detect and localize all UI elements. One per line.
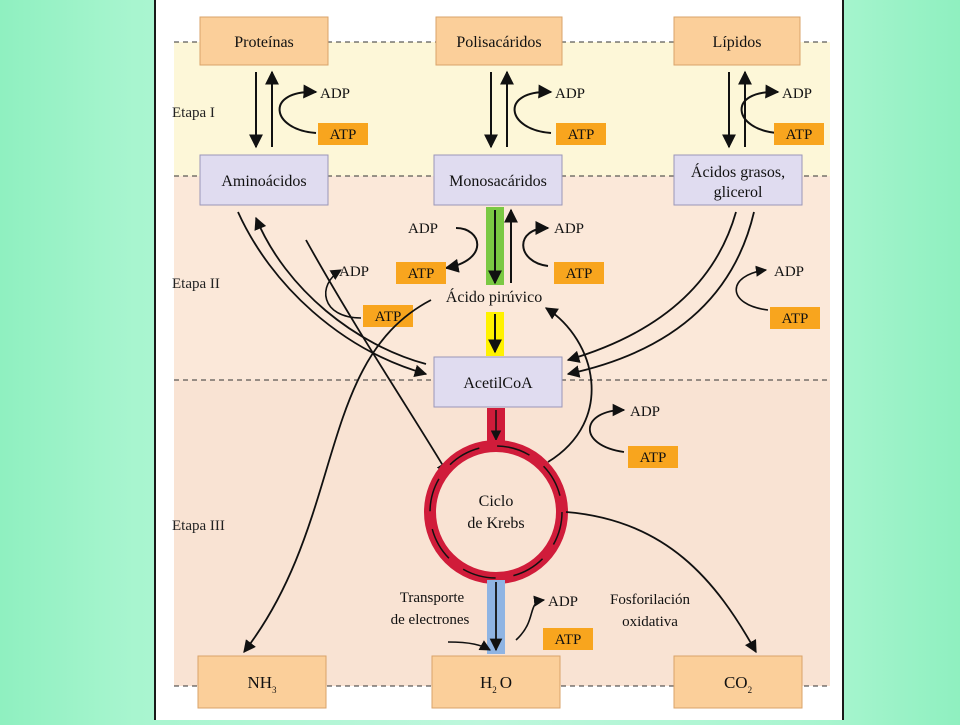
lipids-box: Lípidos xyxy=(673,16,801,66)
polysaccharides-label: Polisacáridos xyxy=(456,34,541,51)
amino-to-nh3-path xyxy=(243,299,432,653)
atp-label-s2-right: ATP xyxy=(566,266,593,282)
stage1-atp-curve-3 xyxy=(740,84,780,134)
krebs-label-line2: de Krebs xyxy=(467,515,524,532)
atp-box-s2-right xyxy=(554,262,604,284)
pyruvic-acid-label: Ácido pirúvico xyxy=(446,287,542,306)
h2o-h: H xyxy=(480,673,492,692)
proteins-box: Proteínas xyxy=(199,16,329,66)
svg-text:CO2: CO2 xyxy=(724,673,752,695)
amino-acids-box: Aminoácidos xyxy=(199,154,329,206)
krebs-atp-curve xyxy=(588,403,626,453)
krebs-to-pyruvate-path xyxy=(544,307,593,463)
electron-input-arrow xyxy=(447,640,491,651)
catabolism-diagram: Etapa I Etapa II Etapa III Proteínas Pol… xyxy=(154,0,844,720)
stage2-label: Etapa II xyxy=(172,276,220,292)
oxidative-phos-label-line1: Fosforilación xyxy=(610,592,690,608)
stage3-label: Etapa III xyxy=(172,518,225,534)
atp-label-s2-fa: ATP xyxy=(782,311,809,327)
co2-subscript: 2 xyxy=(748,685,753,695)
adp-label-s1c: ADP xyxy=(782,86,812,102)
atp-box-s1b xyxy=(556,123,606,145)
electron-transport-atp-curve xyxy=(515,595,546,641)
svg-text:H2O: H2O xyxy=(480,673,512,695)
adp-label-s1a: ADP xyxy=(320,86,350,102)
krebs-to-co2-path xyxy=(565,511,757,654)
adp-label-s2-left: ADP xyxy=(408,221,438,237)
h2o-o: O xyxy=(500,673,512,692)
adp-label-s2-aa: ADP xyxy=(339,264,369,280)
fatty-to-acetylcoa-path-2 xyxy=(566,211,755,378)
co2-box: CO2 xyxy=(673,655,803,709)
fatty-acids-box: Ácidos grasos, glicerol xyxy=(673,154,803,206)
lipids-label: Lípidos xyxy=(713,34,762,51)
nh3-box: NH3 xyxy=(197,655,327,709)
stage1-atp-curve-2 xyxy=(513,84,553,134)
atp-label-s3-bottom: ATP xyxy=(555,632,582,648)
electron-transport-label-line1: Transporte xyxy=(400,590,465,606)
co2-base: CO xyxy=(724,673,748,692)
fatty-acid-atp-curve xyxy=(735,265,769,311)
monosaccharides-box: Monosacáridos xyxy=(433,154,563,206)
atp-label-s1b: ATP xyxy=(568,127,595,143)
acetylcoa-box: AcetilCoA xyxy=(433,356,563,408)
krebs-label-line1: Ciclo xyxy=(479,493,514,510)
acetylcoa-label: AcetilCoA xyxy=(463,375,533,392)
atp-box-s2-fa xyxy=(770,307,820,329)
adp-label-s3-right: ADP xyxy=(630,404,660,420)
adp-label-s3-bottom: ADP xyxy=(548,594,578,610)
nh3-base: NH xyxy=(247,673,272,692)
atp-label-s3-right: ATP xyxy=(640,450,667,466)
atp-label-s1a: ATP xyxy=(330,127,357,143)
amino-acids-label: Aminoácidos xyxy=(221,173,306,190)
fatty-to-acetylcoa-path-1 xyxy=(566,211,737,363)
svg-text:NH3: NH3 xyxy=(247,673,277,695)
glycolysis-adp-curve-left xyxy=(444,227,479,273)
atp-box-s3-right xyxy=(628,446,678,468)
atp-box-s2-left xyxy=(396,262,446,284)
adp-label-s2-right: ADP xyxy=(554,221,584,237)
nh3-subscript: 3 xyxy=(272,685,277,695)
fatty-acids-label-line2: glicerol xyxy=(714,184,763,201)
stage1-atp-curve-1 xyxy=(278,84,318,134)
atp-box-s1c xyxy=(774,123,824,145)
amino-to-acetylcoa-path xyxy=(237,211,428,377)
oxidative-phos-label-line2: oxidativa xyxy=(622,614,678,630)
atp-label-s2-aa: ATP xyxy=(375,309,402,325)
glycolysis-adp-curve-right xyxy=(522,221,550,267)
electron-transport-label-line2: de electrones xyxy=(391,612,470,628)
atp-box-s1a xyxy=(318,123,368,145)
acetylcoa-to-amino-path xyxy=(254,216,427,365)
h2o-subscript: 2 xyxy=(492,685,497,695)
adp-label-s2-fa: ADP xyxy=(774,264,804,280)
atp-label-s2-left: ATP xyxy=(408,266,435,282)
amino-to-krebs-path xyxy=(305,239,449,476)
fatty-acids-label-line1: Ácidos grasos, xyxy=(691,162,785,181)
monosaccharides-label: Monosacáridos xyxy=(449,173,547,190)
krebs-cycle: Ciclo de Krebs xyxy=(424,440,568,584)
adp-label-s1b: ADP xyxy=(555,86,585,102)
stage1-label: Etapa I xyxy=(172,105,215,121)
amino-acid-atp-curve xyxy=(325,269,362,319)
atp-box-s3-bottom xyxy=(543,628,593,650)
polysaccharides-box: Polisacáridos xyxy=(435,16,563,66)
proteins-label: Proteínas xyxy=(234,34,294,51)
atp-label-s1c: ATP xyxy=(786,127,813,143)
